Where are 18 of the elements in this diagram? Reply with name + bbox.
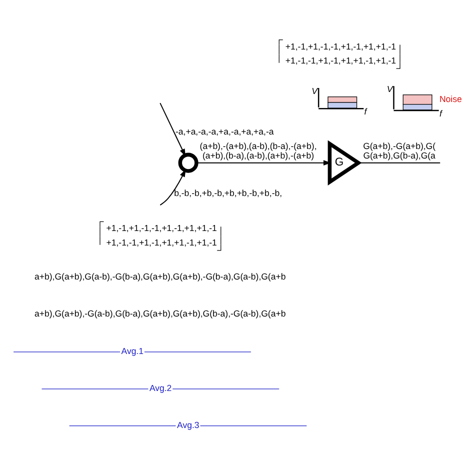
label: f	[439, 108, 442, 118]
label: Noise	[439, 93, 462, 104]
label: V	[312, 85, 318, 96]
label: +1,-1,+1,-1,-1,+1,-1,+1,+1,-1	[285, 40, 396, 51]
label: V	[386, 83, 393, 94]
label: Avg.1	[121, 345, 144, 356]
label: a+b),G(a+b),G(a-b),-G(b-a),G(a+b),G(a+b),-G(b-a),G(a-b),G(a+b	[34, 271, 286, 282]
label: a+b),G(a+b),-G(a-b),G(b-a),G(a+b),G(a+b),G(b-a),-G(a-b),G(a+b	[34, 308, 286, 318]
label: +1,-1,+1,-1,-1,+1,-1,+1,+1,-1	[106, 222, 217, 233]
label: Avg.3	[177, 419, 200, 430]
edge-label: G(a+b),-G(a+b),G( G(a+b),G(b-a),G(a	[363, 140, 436, 160]
edge-label: (a+b),-(a+b),(a-b),(b-a),-(a+b), (a+b),(b-a),(a-b),(a+b),-(a+b)	[200, 140, 317, 160]
label: +1,-1,-1,+1,-1,+1,+1,-1,+1,-1	[285, 55, 396, 66]
label: +1,-1,-1,+1,-1,+1,+1,-1,+1,-1	[106, 237, 217, 248]
label: f	[364, 106, 367, 116]
edge-label: b,-b,-b,+b,-b,+b,+b,-b,+b,-b,	[174, 187, 282, 198]
edge-label: -a,+a,-a,-a,+a,-a,+a,+a,-a	[175, 126, 274, 136]
label: Avg.2	[149, 382, 172, 392]
